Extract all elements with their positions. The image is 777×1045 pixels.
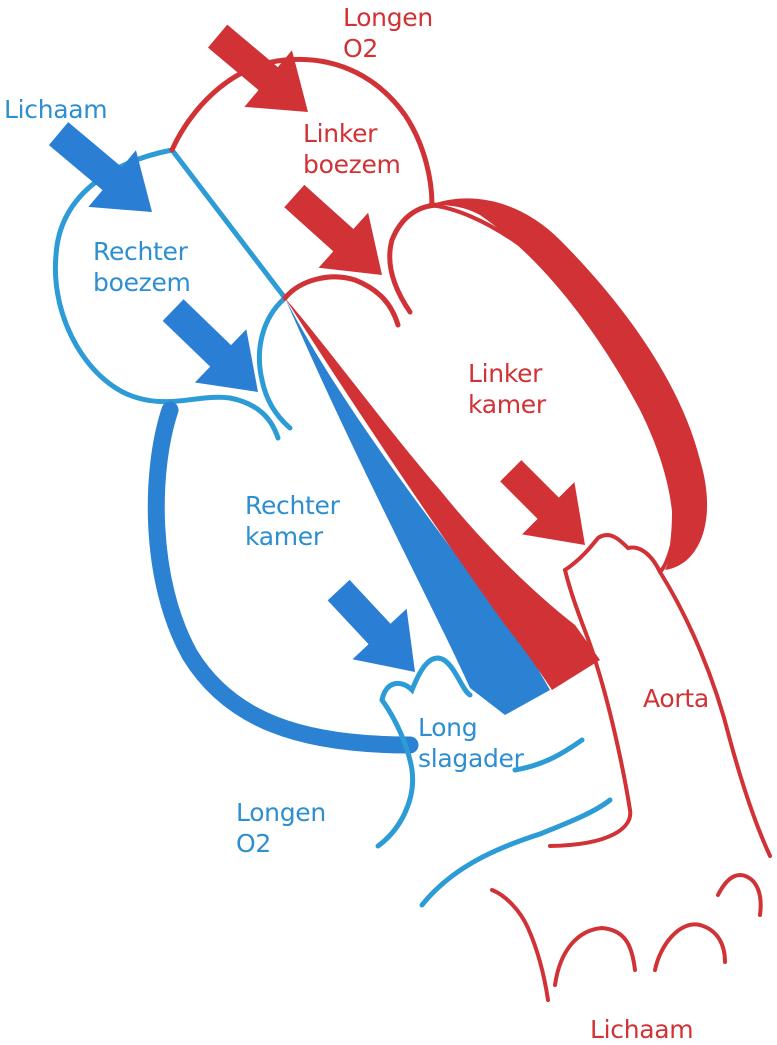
label-line: Linker [303,119,378,148]
label-line: kamer [245,522,323,551]
aorta-right-wall [658,570,772,858]
right-ventricle-wall [147,401,419,754]
label-line: Rechter [245,491,340,520]
arrow-left-ventricle-out [500,460,585,545]
label-line: Long [418,713,478,742]
label-line: O2 [343,34,378,63]
arrow-right-ventricle-out [327,579,415,672]
pulmonary-artery-lower [419,797,613,908]
label-line: kamer [468,390,546,419]
label-line: Aorta [643,684,709,713]
label-line: boezem [303,150,401,179]
body-vessel-3 [653,922,727,972]
left-ventricle-inner [428,203,676,574]
label-line: O2 [236,829,271,858]
right-atrium-outline [52,147,281,441]
body-vessel-4 [716,873,763,917]
pulmonary-trunk-right [512,737,585,773]
aortic-valve [563,533,662,574]
body-vessel-2 [553,925,637,987]
label-line: Linker [468,359,543,388]
atrial-septum [169,147,288,301]
label-line: Longen [343,3,433,32]
mitral-valve-left [282,274,401,328]
label-lichaam-left: Lichaam [4,94,108,125]
arrow-left-atrium-down [284,184,382,275]
arrow-right-atrium-down [162,299,258,392]
label-lichaam-bottom: Lichaam [590,1014,694,1045]
body-vessel-1 [490,888,550,1002]
ventricular-septum-blue [285,298,550,715]
pulmonary-trunk-left [375,697,416,849]
pulmonary-valve [379,655,473,703]
label-line: Lichaam [4,95,108,124]
label-line: boezem [93,268,191,297]
left-atrium-outline [169,56,435,208]
label-line: Rechter [93,237,188,266]
flow-arrows [48,24,585,672]
label-aorta: Aorta [643,683,709,714]
ventricular-septum-red [285,298,600,690]
label-line: slagader [418,744,524,773]
label-line: Longen [236,798,326,827]
aorta-left-wall [548,568,633,848]
arrow-into-left-atrium [207,24,308,112]
mitral-valve-right [387,202,443,315]
left-ventricle-wall [430,198,708,570]
tricuspid-valve-line [256,295,293,431]
arrow-into-right-atrium [48,122,152,212]
label-line: Lichaam [590,1015,694,1044]
